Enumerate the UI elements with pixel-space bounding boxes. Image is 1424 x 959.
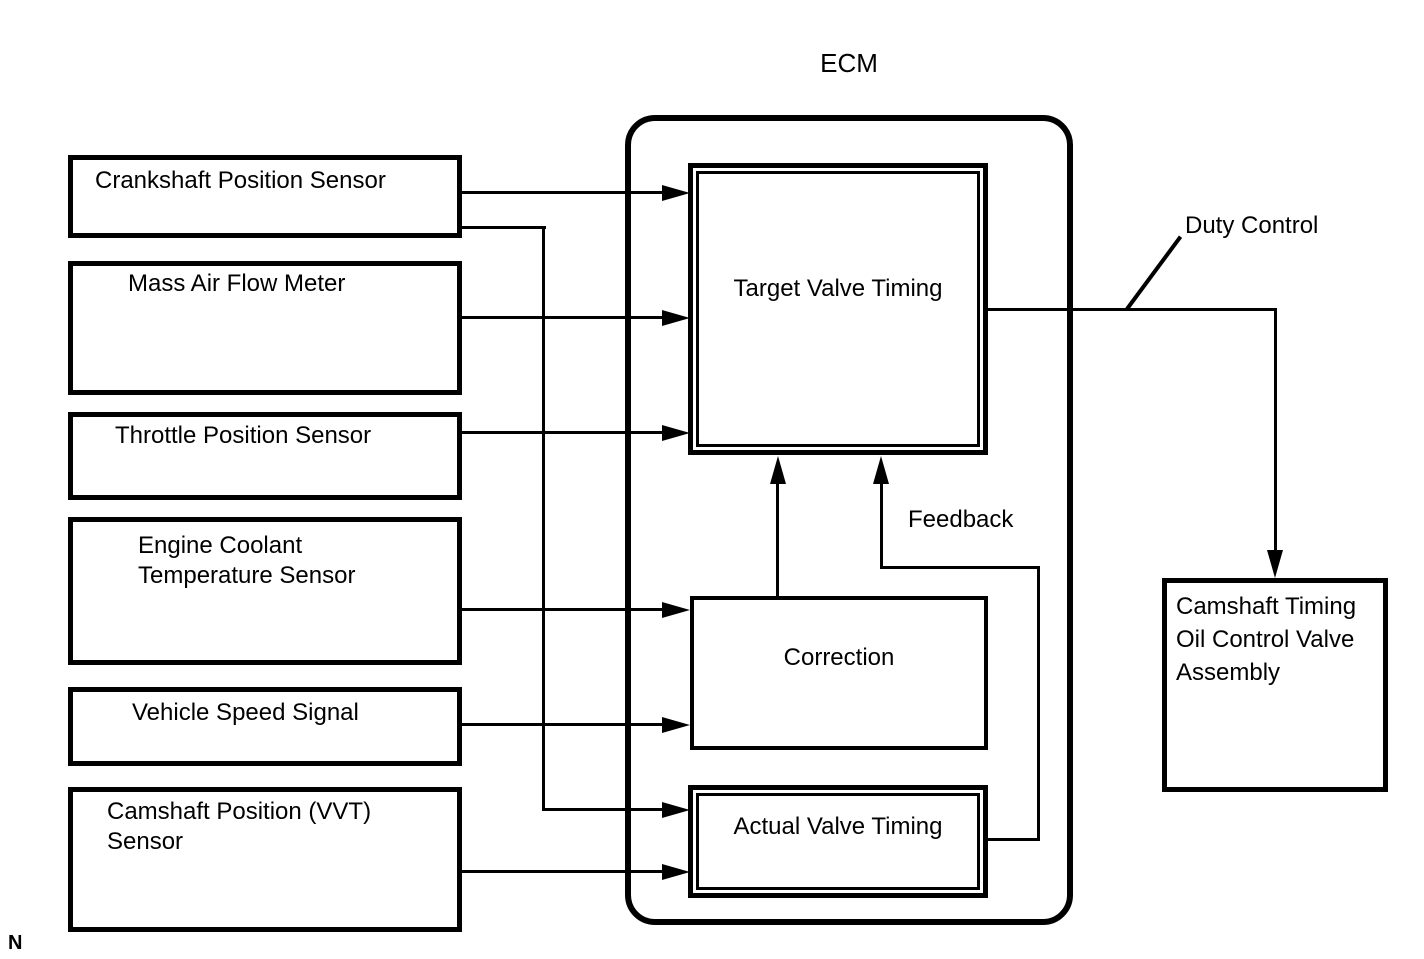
block-correction: Correction <box>690 596 988 750</box>
arrowhead-right-icon <box>662 864 690 880</box>
block-inner-border: Actual Valve Timing <box>696 793 980 890</box>
arrowhead-right-icon <box>662 425 690 441</box>
block-actual-valve-timing: Actual Valve Timing <box>688 785 988 898</box>
connector-feedback-h1 <box>986 838 1040 841</box>
connector-correction-to-target <box>776 481 779 597</box>
arrowhead-right-icon <box>662 310 690 326</box>
connector-crankshaft-to-actual-v <box>542 226 545 811</box>
connector-crankshaft-to-actual-h2 <box>542 808 666 811</box>
actuator-label: Assembly <box>1176 659 1281 686</box>
ecm-title: ECM <box>820 48 878 78</box>
sensor-box-camshaft-position-vvt: Camshaft Position (VVT) Sensor <box>68 787 462 932</box>
sensor-label: Vehicle Speed Signal <box>132 699 359 726</box>
sensor-box-engine-coolant-temperature: Engine Coolant Temperature Sensor <box>68 517 462 665</box>
connector-crankshaft-to-actual-h1 <box>462 226 546 229</box>
connector-duty-output-h <box>986 308 1277 311</box>
feedback-label: Feedback <box>908 506 1014 533</box>
sensor-label: Mass Air Flow Meter <box>128 270 346 297</box>
connector-feedback-h2 <box>880 566 1040 569</box>
block-label: Correction <box>783 644 895 671</box>
connector-feedback-v1 <box>1037 566 1040 841</box>
actuator-label: Camshaft Timing <box>1176 593 1357 620</box>
page-marker: N <box>8 932 23 954</box>
duty-control-label: Duty Control <box>1185 212 1319 239</box>
arrowhead-right-icon <box>662 185 690 201</box>
arrowhead-right-icon <box>662 802 690 818</box>
sensor-label: Engine Coolant <box>138 532 303 559</box>
sensor-box-mass-air-flow: Mass Air Flow Meter <box>68 261 462 395</box>
sensor-box-throttle-position: Throttle Position Sensor <box>68 412 462 500</box>
connector-duty-output-v <box>1274 308 1277 554</box>
sensor-box-vehicle-speed: Vehicle Speed Signal <box>68 687 462 766</box>
arrowhead-right-icon <box>662 602 690 618</box>
box-camshaft-timing-oil-control-valve: Camshaft Timing Oil Control Valve Assemb… <box>1162 578 1388 792</box>
sensor-label: Camshaft Position (VVT) <box>107 798 372 825</box>
connector-vss-to-correction <box>462 723 665 726</box>
sensor-label: Sensor <box>107 828 184 855</box>
sensor-label: Throttle Position Sensor <box>115 422 372 449</box>
sensor-label: Crankshaft Position Sensor <box>95 167 386 194</box>
block-inner-border: Target Valve Timing <box>696 171 980 447</box>
connector-crankshaft-to-target <box>462 191 665 194</box>
block-label: Actual Valve Timing <box>733 813 943 840</box>
block-label: Target Valve Timing <box>733 275 943 302</box>
connector-maf-to-target <box>462 316 665 319</box>
arrowhead-down-icon <box>1267 550 1283 578</box>
block-target-valve-timing: Target Valve Timing <box>688 163 988 455</box>
arrowhead-up-icon <box>770 456 786 484</box>
connector-cps-to-actual <box>462 870 665 873</box>
actuator-label: Oil Control Valve <box>1176 626 1355 653</box>
duty-control-leader-line <box>1125 235 1183 311</box>
sensor-label: Temperature Sensor <box>138 562 356 589</box>
sensor-box-crankshaft-position: Crankshaft Position Sensor <box>68 155 462 238</box>
connector-tps-to-target <box>462 431 665 434</box>
arrowhead-right-icon <box>662 717 690 733</box>
arrowhead-up-icon <box>873 456 889 484</box>
connector-ect-to-correction <box>462 608 665 611</box>
connector-feedback-v2 <box>880 481 883 569</box>
